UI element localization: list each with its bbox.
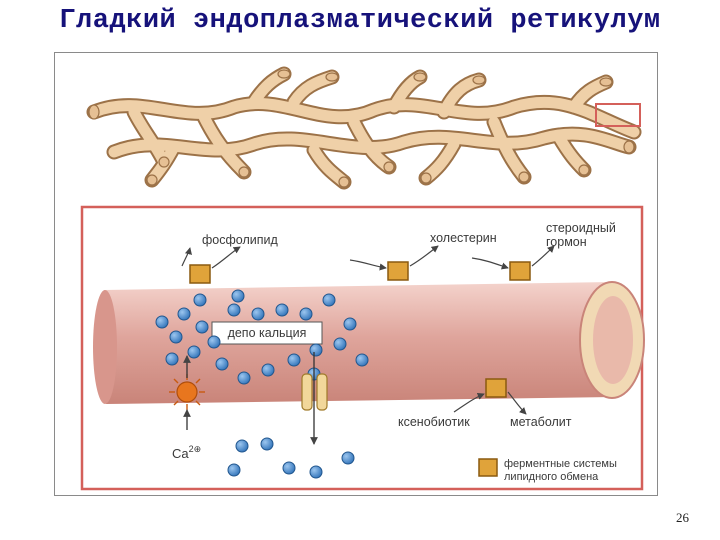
calcium-ion (170, 331, 182, 343)
calcium-ion (178, 308, 190, 320)
legend-label-line2: липидного обмена (504, 471, 599, 483)
calcium-ion (232, 290, 244, 302)
calcium-ion (310, 466, 322, 478)
label-xenobiotic: ксенобиотик (398, 415, 470, 429)
page-number: 26 (676, 510, 689, 526)
calcium-depot: депо кальция (212, 322, 322, 344)
calcium-ion (216, 358, 228, 370)
label-cholesterol: холестерин (430, 231, 497, 245)
label-phospholipid: фосфолипид (202, 233, 278, 247)
calcium-pump (169, 374, 205, 410)
calcium-ion (288, 354, 300, 366)
calcium-ion (323, 294, 335, 306)
calcium-ion (300, 308, 312, 320)
legend-label-line1: ферментные системы (504, 458, 617, 470)
label-calcium-depot: депо кальция (228, 326, 307, 340)
ser-diagram: фосфолипид холестерин стероидный гормон … (54, 52, 658, 496)
enzyme-square-icon (479, 459, 497, 476)
calcium-ion (238, 372, 250, 384)
enzyme-square-icon (510, 262, 530, 280)
slide-title: Гладкий эндоплазматический ретикулум (0, 6, 720, 36)
calcium-ion (261, 438, 273, 450)
enzyme-square-icon (190, 265, 210, 283)
calcium-ion (342, 452, 354, 464)
calcium-ion (156, 316, 168, 328)
detail-panel: фосфолипид холестерин стероидный гормон … (82, 207, 644, 489)
label-metabolite: метаболит (510, 415, 572, 429)
label-steroid-line1: стероидный (546, 221, 616, 235)
calcium-ion (252, 308, 264, 320)
calcium-ion (310, 344, 322, 356)
calcium-ion (228, 464, 240, 476)
calcium-ion (196, 321, 208, 333)
er-network (89, 70, 640, 187)
calcium-ion (166, 353, 178, 365)
calcium-ion (262, 364, 274, 376)
calcium-ion (283, 462, 295, 474)
calcium-ion (188, 346, 200, 358)
enzyme-square-icon (486, 379, 506, 397)
calcium-ion (228, 304, 240, 316)
calcium-ion (236, 440, 248, 452)
enzyme-square-icon (388, 262, 408, 280)
label-steroid-line2: гормон (546, 235, 587, 249)
calcium-ion (208, 336, 220, 348)
calcium-ion (344, 318, 356, 330)
calcium-ion (356, 354, 368, 366)
calcium-ion (194, 294, 206, 306)
calcium-ion (334, 338, 346, 350)
calcium-ion (276, 304, 288, 316)
